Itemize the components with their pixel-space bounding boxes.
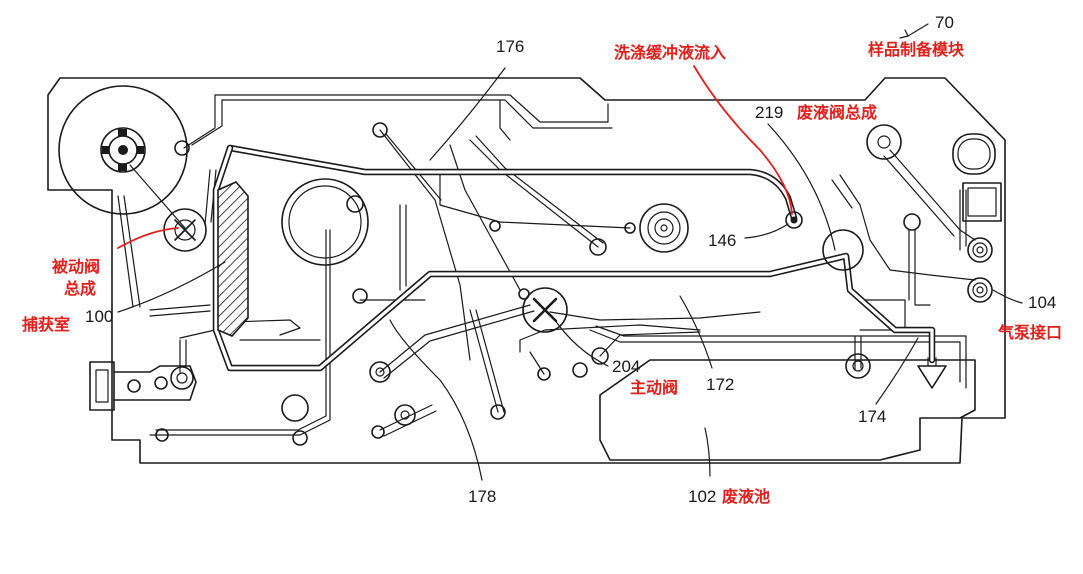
module-housing-outline — [47, 77, 1006, 464]
waste-pool-outline — [599, 359, 976, 461]
passive-valve — [163, 208, 207, 252]
connector-tab — [89, 361, 197, 411]
large-port — [281, 178, 369, 304]
waste-pool-label: 废液池 — [722, 487, 770, 506]
ref-172: 172 — [706, 375, 734, 394]
passive-valve-label-2: 总成 — [64, 279, 96, 298]
leader-lines — [117, 23, 1023, 481]
ref-176: 176 — [496, 37, 524, 56]
passive-valve-label-1: 被动阀 — [52, 257, 100, 276]
pump-port-label: 气泵接口 — [997, 323, 1062, 342]
ref-100: 100 — [85, 307, 113, 326]
ref-102: 102 — [688, 487, 716, 506]
active-valve-label: 主动阀 — [630, 378, 678, 397]
main-channel — [212, 144, 936, 372]
exit-arrow — [917, 365, 947, 389]
active-valve — [522, 287, 568, 333]
right-components — [952, 133, 1002, 303]
capture-chamber-label: 捕获室 — [22, 315, 70, 334]
ref-204: 204 — [612, 357, 640, 376]
ref-219: 219 — [755, 103, 783, 122]
ref-70: 70 — [935, 13, 954, 32]
ref-146: 146 — [708, 231, 736, 250]
ref-178: 178 — [468, 487, 496, 506]
target-marker — [639, 203, 689, 253]
capture-chamber-hatch — [217, 181, 249, 337]
wash-buffer-inlet-label: 洗涤缓冲液流入 — [614, 43, 726, 62]
ref-174: 174 — [858, 407, 886, 426]
rotary-reservoir — [58, 85, 190, 229]
waste-valve — [866, 124, 902, 160]
waste-valve-assembly-label: 废液阀总成 — [797, 103, 877, 122]
small-ports — [155, 122, 921, 446]
wash-buffer-port — [785, 211, 803, 229]
ref-104: 104 — [1028, 293, 1056, 312]
module-name-label: 样品制备模块 — [868, 40, 965, 59]
red-leaders — [117, 65, 793, 249]
